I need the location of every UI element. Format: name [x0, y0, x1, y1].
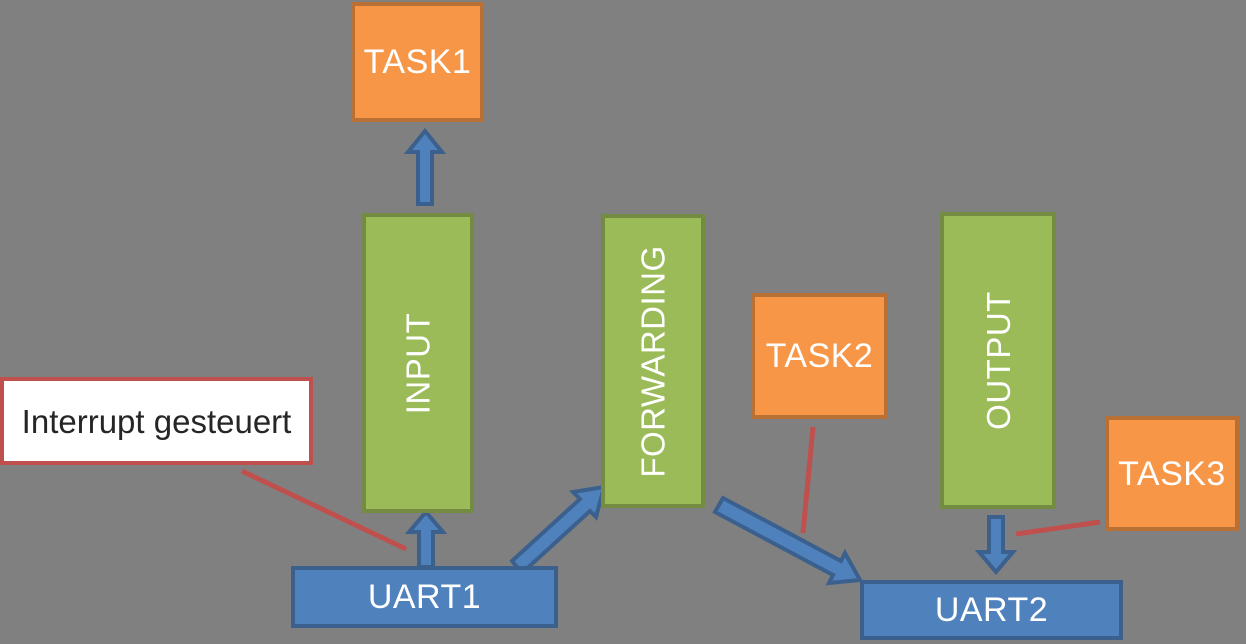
task1-box: TASK1: [351, 2, 484, 122]
uart1-label: UART1: [367, 578, 482, 616]
interrupt-annotation-box: Interrupt gesteuert: [0, 377, 313, 465]
output-box: OUTPUT: [940, 212, 1056, 509]
task1-label: TASK1: [363, 43, 472, 81]
task3-label: TASK3: [1118, 454, 1226, 493]
interrupt-annotation-label: Interrupt gesteuert: [21, 402, 292, 440]
forwarding-box: FORWARDING: [601, 214, 705, 508]
arrow-uart1-to-forwarding: [509, 484, 607, 576]
annotation-line-task2-to-arrow: [800, 426, 816, 534]
uart1-box: UART1: [291, 566, 558, 628]
input-label: INPUT: [399, 312, 437, 414]
arrow-forwarding-to-uart2: [712, 495, 864, 586]
annotation-line-interrupt-to-uart1: [240, 468, 408, 552]
task2-label: TASK2: [765, 337, 874, 375]
output-label: OUTPUT: [979, 291, 1017, 430]
forwarding-label: FORWARDING: [634, 244, 672, 478]
uart2-label: UART2: [934, 591, 1049, 629]
arrow-uart1-to-input: [404, 508, 448, 569]
arrow-output-to-uart2: [974, 515, 1018, 576]
arrow-uart1-to-task1: [403, 127, 447, 206]
task2-box: TASK2: [751, 293, 888, 419]
input-box: INPUT: [362, 213, 474, 513]
annotation-line-task3-to-arrow: [1015, 519, 1101, 537]
task3-box: TASK3: [1105, 416, 1239, 531]
uart2-box: UART2: [860, 580, 1123, 640]
